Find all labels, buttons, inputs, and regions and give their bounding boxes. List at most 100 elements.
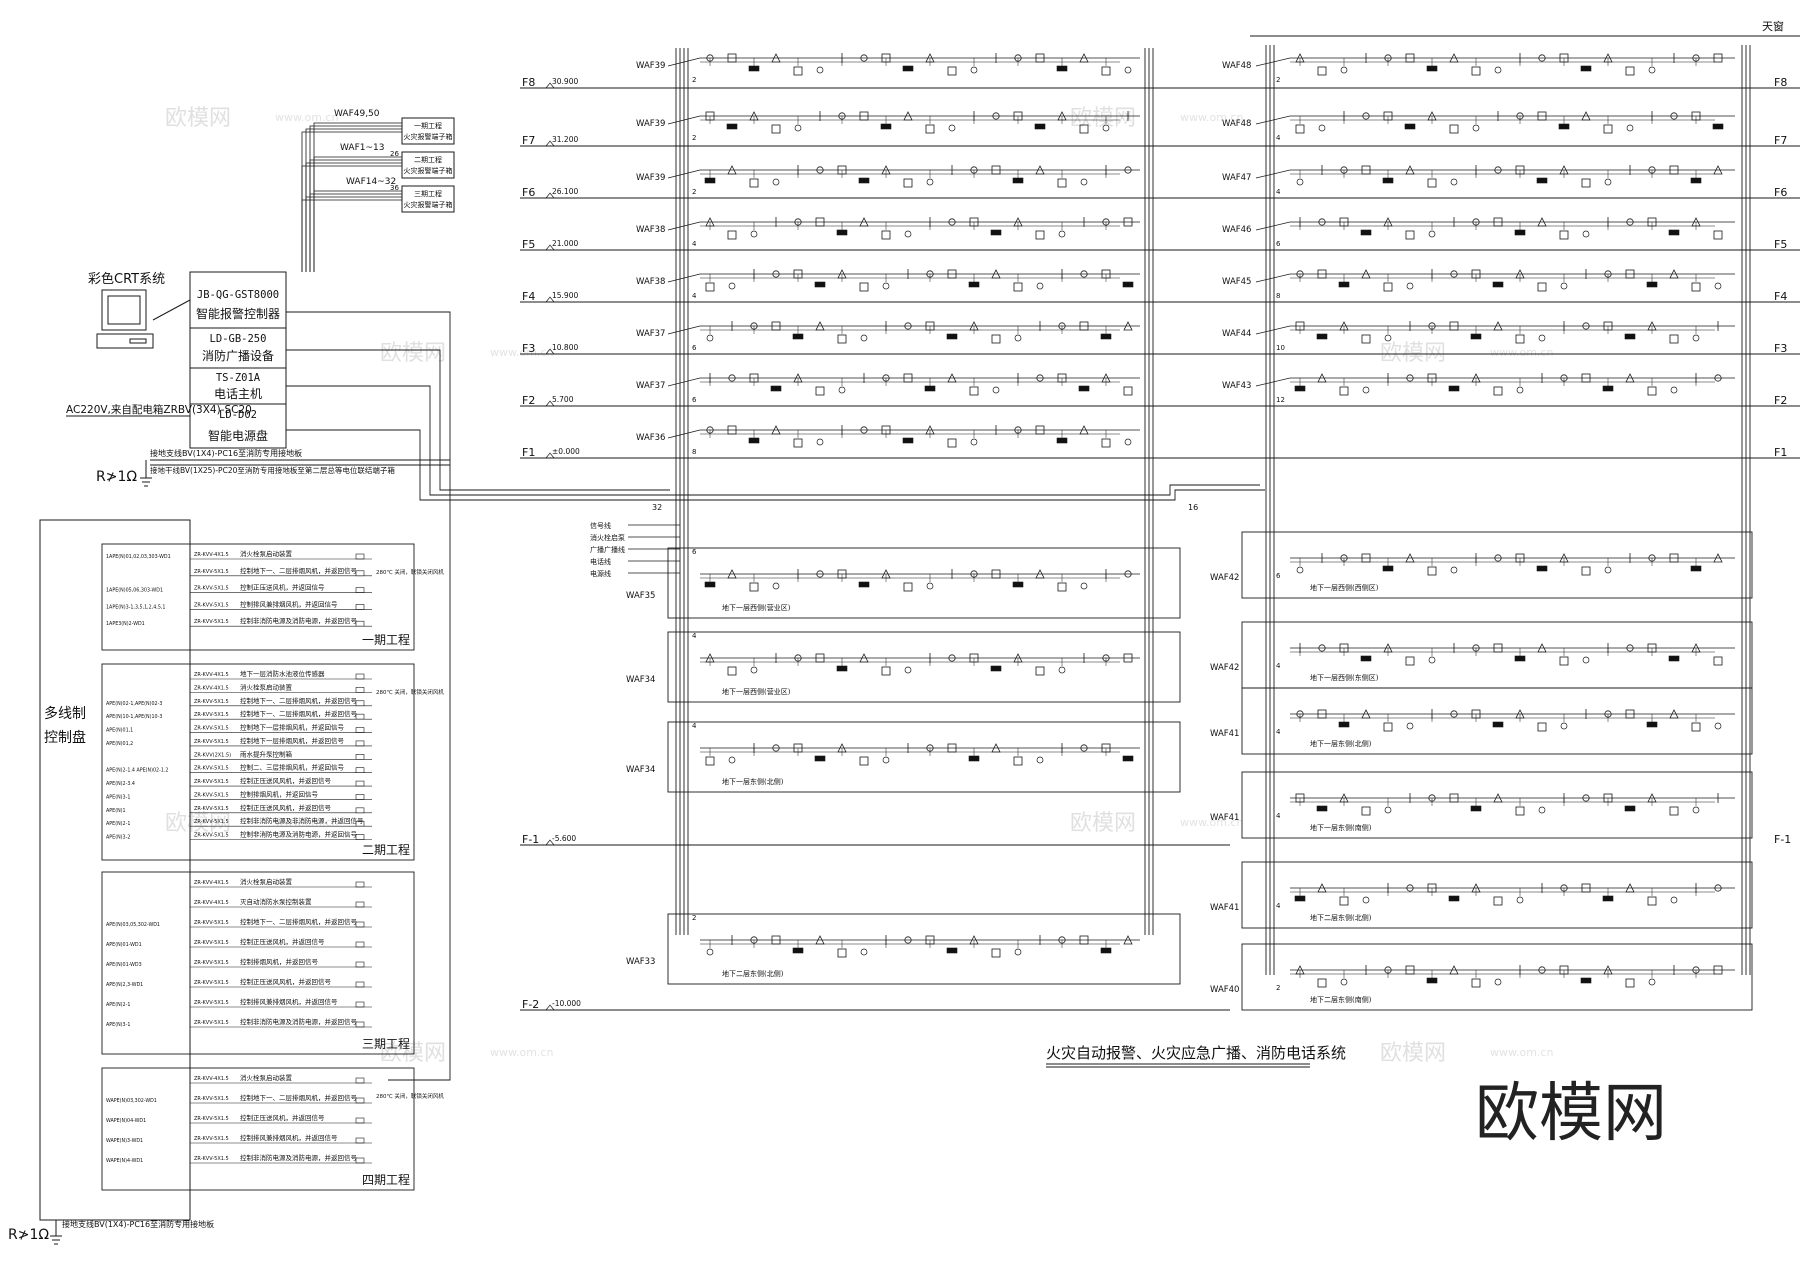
device-symbol <box>1360 229 1372 236</box>
device-symbol <box>1080 178 1088 186</box>
relay-icon <box>355 1097 365 1104</box>
relay-icon <box>355 921 365 928</box>
project-row-desc: 控制非消防电源及非消防电源，并返回信号 <box>240 816 364 825</box>
device-symbol <box>1317 269 1327 279</box>
floor-name-right: F2 <box>1774 394 1787 407</box>
project-row-desc: 控制排风兼排烟风机，并返回信号 <box>240 997 338 1006</box>
waf-count-left: 2 <box>692 76 696 84</box>
device-symbol <box>792 333 804 340</box>
device-symbol <box>970 438 978 446</box>
terminal-box-line2: 火灾报警端子箱 <box>404 132 453 141</box>
device-symbol <box>1427 566 1437 576</box>
device-symbol <box>704 177 716 184</box>
device-symbol <box>1626 124 1634 132</box>
device-symbol <box>948 654 956 662</box>
waf-label-basement: WAF40 <box>1210 985 1239 995</box>
device-symbol <box>1515 334 1525 344</box>
device-symbol <box>771 124 781 134</box>
device-symbol <box>1426 65 1438 72</box>
project-name: 一期工程 <box>362 632 410 647</box>
waf-leader <box>1255 325 1291 335</box>
device-symbol <box>750 666 758 674</box>
device-symbol <box>1362 112 1370 120</box>
device-symbol <box>902 437 914 444</box>
terminal-box-line1: 二期工程 <box>414 155 442 164</box>
device-symbol <box>1625 978 1635 988</box>
basement-zone-box <box>667 547 1181 619</box>
device-symbol <box>1384 806 1392 814</box>
device-symbol <box>1034 123 1046 130</box>
waf-count-left: 6 <box>692 344 697 352</box>
device-symbol <box>1690 565 1702 572</box>
elevation-marker <box>545 140 555 147</box>
basement-zone-name: 地下一层东侧(北侧) <box>722 777 784 786</box>
project-row-desc: 控制正压送风风机，并返回信号 <box>240 776 332 785</box>
floor-name: F7 <box>522 134 535 147</box>
device-symbol <box>772 270 780 278</box>
device-symbol <box>1648 978 1656 986</box>
device-symbol <box>1036 282 1044 290</box>
device-symbol <box>903 178 913 188</box>
elevation-marker <box>545 452 555 459</box>
device-symbol <box>727 230 737 240</box>
device-symbol <box>706 948 714 956</box>
ground-wire-2: 接地干线BV(1X25)-PC20至消防专用接地板至第二层总等电位联结端子箱 <box>150 465 395 475</box>
terminal-box-count: 36 <box>390 184 399 192</box>
project-row-cable: ZR-KVV-5X1.5 <box>194 819 229 825</box>
floor-name-right: F6 <box>1774 186 1787 199</box>
basement-zone-name: 地下二层东侧(北侧) <box>1310 913 1372 922</box>
relay-icon <box>355 1157 365 1164</box>
device-symbol <box>1080 582 1088 590</box>
device-symbol <box>947 66 957 76</box>
device-symbol <box>992 112 1000 120</box>
device-symbol <box>1361 806 1371 816</box>
relay-icon <box>355 794 365 800</box>
device-symbol <box>926 178 934 186</box>
device-symbol <box>1538 806 1546 814</box>
project-row-desc: 控制排烟风机，并返回信号 <box>240 957 319 966</box>
project-row-cable: ZR-KVV-5X1.5 <box>194 1020 229 1026</box>
relay-icon <box>355 901 365 908</box>
device-symbol <box>1691 722 1701 732</box>
device-symbol <box>990 665 1002 672</box>
device-symbol <box>1405 53 1415 63</box>
terminal-cable <box>313 190 402 272</box>
floor-name: F4 <box>522 290 535 303</box>
watermark-text: 欧模网 <box>165 106 231 131</box>
roof-label: 天窗 <box>1762 19 1784 33</box>
project-row-desc: 消火栓泵启动装置 <box>240 549 293 558</box>
device-symbol <box>1471 978 1481 988</box>
device-symbol <box>860 334 868 342</box>
device-symbol <box>1450 178 1458 186</box>
controller-model-3: LD-D02 <box>219 409 257 421</box>
device-symbol <box>1494 166 1502 174</box>
basement-zone-name: 地下二层东侧(北侧) <box>722 969 784 978</box>
elevation-marker <box>545 192 555 199</box>
device-symbol <box>1057 582 1067 592</box>
device-symbol <box>749 582 759 592</box>
device-symbol <box>969 386 979 396</box>
floor-name: F-2 <box>522 998 539 1011</box>
device-symbol <box>728 756 736 764</box>
project-row-cable: ZR-KVV-5X1.5 <box>194 619 229 625</box>
device-symbol <box>1604 178 1612 186</box>
terminal-box-count: 26 <box>390 150 399 158</box>
project-row-cable: ZR-KVV-5X1.5 <box>194 602 229 608</box>
device-symbol <box>1537 217 1547 227</box>
device-symbol <box>991 334 1001 344</box>
waf-count-left: 4 <box>692 292 697 300</box>
device-symbol <box>1361 165 1371 175</box>
device-symbol <box>1124 66 1132 74</box>
waf-count-right: 12 <box>1276 396 1285 404</box>
controller-name-3: 智能电源盘 <box>208 428 268 443</box>
device-symbol <box>1670 112 1678 120</box>
project-row-cable: ZR-KVV-5X1.5 <box>194 726 229 732</box>
device-symbol <box>1296 566 1304 574</box>
device-symbol <box>1122 281 1134 288</box>
device-symbol <box>882 282 890 290</box>
device-symbol <box>1080 270 1088 278</box>
